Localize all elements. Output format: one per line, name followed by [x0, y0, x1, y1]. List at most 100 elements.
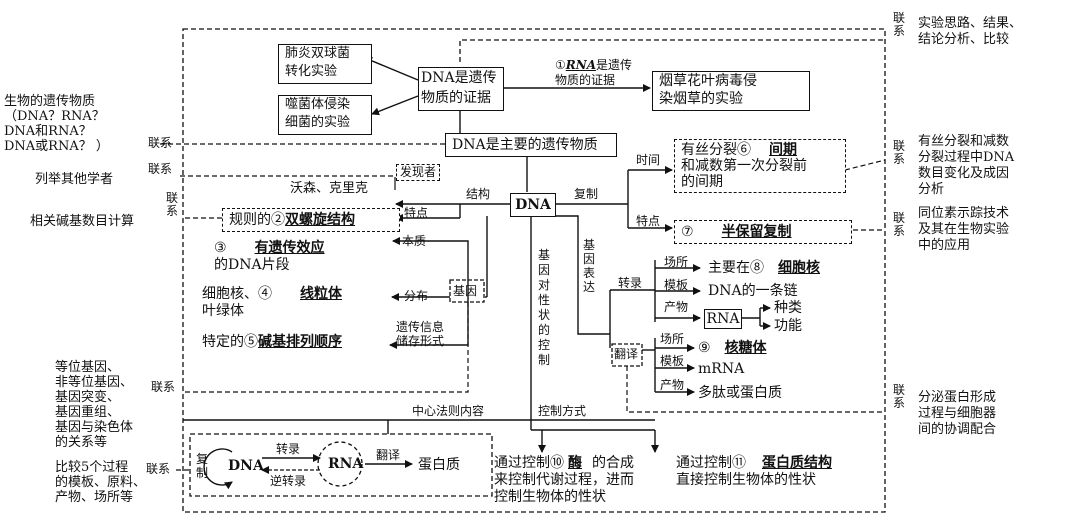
- protein-pre: 通过控制⑪: [676, 455, 746, 471]
- replication-feature-label: 特点: [636, 214, 661, 228]
- period-line3: 的间期: [681, 174, 723, 190]
- ribosome-num: ⑨: [698, 340, 711, 356]
- period-line1: 有丝分裂⑥ 间期: [681, 142, 797, 158]
- period-pre: 有丝分裂⑥: [681, 142, 751, 158]
- semi-num: ⑦: [681, 224, 694, 240]
- replication-label: 复制: [574, 187, 599, 201]
- note-ideas: 实验思路、结果、 结论分析、比较: [918, 16, 1023, 47]
- distribution-label: 分布: [404, 289, 429, 303]
- rna-num: ①: [555, 58, 566, 72]
- link-label: 联系: [146, 462, 171, 476]
- note-isotope: 同位素示踪技术 及其在生物实验 中的应用: [918, 206, 1010, 253]
- ribosome-value: ⑨ 核糖体: [698, 340, 767, 356]
- mrna: mRNA: [698, 361, 745, 377]
- rna-evidence-line2: 物质的证据: [555, 73, 616, 87]
- note-five-processes: 比较5个过程 的模板、原料、 产物、场所等: [55, 460, 147, 505]
- rna-types: 种类: [774, 300, 802, 316]
- replicate-label: 复 制: [196, 452, 209, 480]
- link-label: 联 系: [893, 383, 906, 410]
- gene-label: 基因: [453, 284, 478, 298]
- enzyme: 酶: [568, 455, 582, 471]
- gene-effect: 有遗传效应: [254, 240, 325, 256]
- link-label: 联 系: [893, 139, 906, 166]
- nucleus: 细胞核: [778, 260, 820, 276]
- translate-label: 翻译: [376, 448, 401, 462]
- product2-label: 产物: [660, 378, 685, 392]
- enzyme-pre: 通过控制⑩: [494, 455, 564, 471]
- link-label: 联 系: [893, 211, 906, 238]
- nucleus-line2: 叶绿体: [202, 303, 244, 319]
- structure-label: 结构: [466, 187, 491, 201]
- protein-structure: 蛋白质结构: [762, 455, 832, 471]
- rna-box: RNA: [704, 309, 742, 329]
- note-gene-terms: 等位基因、 非等位基因、 基因突变、 基因重组、 基因与染色体 的关系等: [55, 360, 134, 450]
- translation-label: 翻译: [614, 347, 639, 361]
- control-way-label: 控制方式: [538, 404, 587, 418]
- box-pneumonia: 肺炎双球菌 转化实验: [278, 44, 372, 84]
- link-label: 联系: [148, 136, 173, 150]
- template-label: 模板: [664, 278, 689, 292]
- link-label: 联 系: [166, 191, 179, 218]
- structure-feature-label: 特点: [404, 206, 429, 220]
- box-dna-evidence: DNA是遗传 物质的证据: [418, 67, 504, 111]
- site-label: 场所: [664, 255, 689, 269]
- effect-num: ③: [214, 240, 227, 256]
- ribosome: 核糖体: [724, 340, 767, 356]
- double-helix-box: 规则的②双螺旋结构: [222, 208, 400, 232]
- semi-conservative: 半保留复制: [721, 224, 792, 240]
- note-division: 有丝分裂和减数 分裂过程中DNA 数目变化及成因 分析: [918, 134, 1015, 197]
- effect-line1: ③ 有遗传效应: [214, 240, 325, 256]
- center-dna: DNA: [510, 193, 556, 217]
- note-base-calc: 相关碱基数目计算: [30, 214, 135, 229]
- essence-label: 本质: [402, 234, 427, 248]
- dogma-protein: 蛋白质: [418, 457, 460, 473]
- semi-conservative-box: ⑦ 半保留复制: [674, 220, 852, 244]
- rna-word: RNA: [565, 58, 597, 72]
- box-tobacco: 烟草花叶病毒侵 染烟草的实验: [652, 71, 810, 111]
- expression-label: 基 因 表 达: [583, 238, 596, 294]
- polypeptide: 多肽或蛋白质: [698, 385, 782, 401]
- watson-crick: 沃森、克里克: [290, 181, 369, 196]
- regular-pre: 规则的②: [229, 212, 285, 228]
- site2-label: 场所: [660, 332, 685, 346]
- note-other-scholars: 列举其他学者: [35, 172, 114, 187]
- storage-label: 遗传信息 储存形式: [396, 320, 445, 348]
- rna-functions: 功能: [774, 318, 802, 334]
- central-dogma-label: 中心法则内容: [412, 404, 485, 418]
- link-label: 联系: [148, 162, 173, 176]
- box-main-material: DNA是主要的遗传物质: [445, 133, 617, 157]
- one-strand: DNA的一条链: [708, 283, 798, 299]
- protein-line1: 通过控制⑪ 蛋白质结构: [676, 455, 832, 471]
- rna-evidence-label: ①RNA是遗传: [555, 58, 632, 72]
- time-label: 时间: [636, 153, 661, 167]
- mainly-pre: 主要在⑧: [708, 260, 764, 276]
- outer-frame: [182, 28, 886, 513]
- enzyme-line2: 来控制代谢过程，进而: [494, 472, 634, 488]
- protein-line2: 直接控制生物体的性状: [676, 472, 816, 488]
- reverse-label: 逆转录: [270, 474, 307, 488]
- mitochondria: 线粒体: [300, 286, 342, 302]
- transcribe-label: 转录: [276, 442, 301, 456]
- interphase: 间期: [769, 142, 797, 158]
- control-label: 基 因 对 性 状 的 控 制: [538, 248, 551, 367]
- transcription-label: 转录: [618, 276, 643, 290]
- discoverer-box: 发现者: [396, 164, 440, 181]
- box-phage: 噬菌体侵染 细菌的实验: [278, 95, 372, 135]
- note-genetic-material: 生物的遗传物质 （DNA？RNA？ DNA和RNA？ DNA或RNA？ ）: [4, 94, 109, 154]
- product-label: 产物: [664, 300, 689, 314]
- base-sequence: 碱基排列顺序: [258, 334, 342, 350]
- rna-rest: 是遗传: [596, 58, 633, 72]
- template2-label: 模板: [660, 354, 685, 368]
- link-label: 联系: [151, 380, 176, 394]
- sequence-pre: 特定的⑤: [202, 334, 258, 350]
- dogma-rna: RNA: [328, 456, 364, 472]
- effect-line2: 的DNA片段: [214, 257, 290, 273]
- link-label: 联 系: [893, 11, 906, 38]
- period-line2: 和减数第一次分裂前: [681, 158, 807, 174]
- nucleus-pre: 细胞核、④: [202, 286, 272, 302]
- period-box: 有丝分裂⑥ 间期 和减数第一次分裂前 的间期: [674, 139, 846, 193]
- double-helix: 双螺旋结构: [285, 212, 355, 228]
